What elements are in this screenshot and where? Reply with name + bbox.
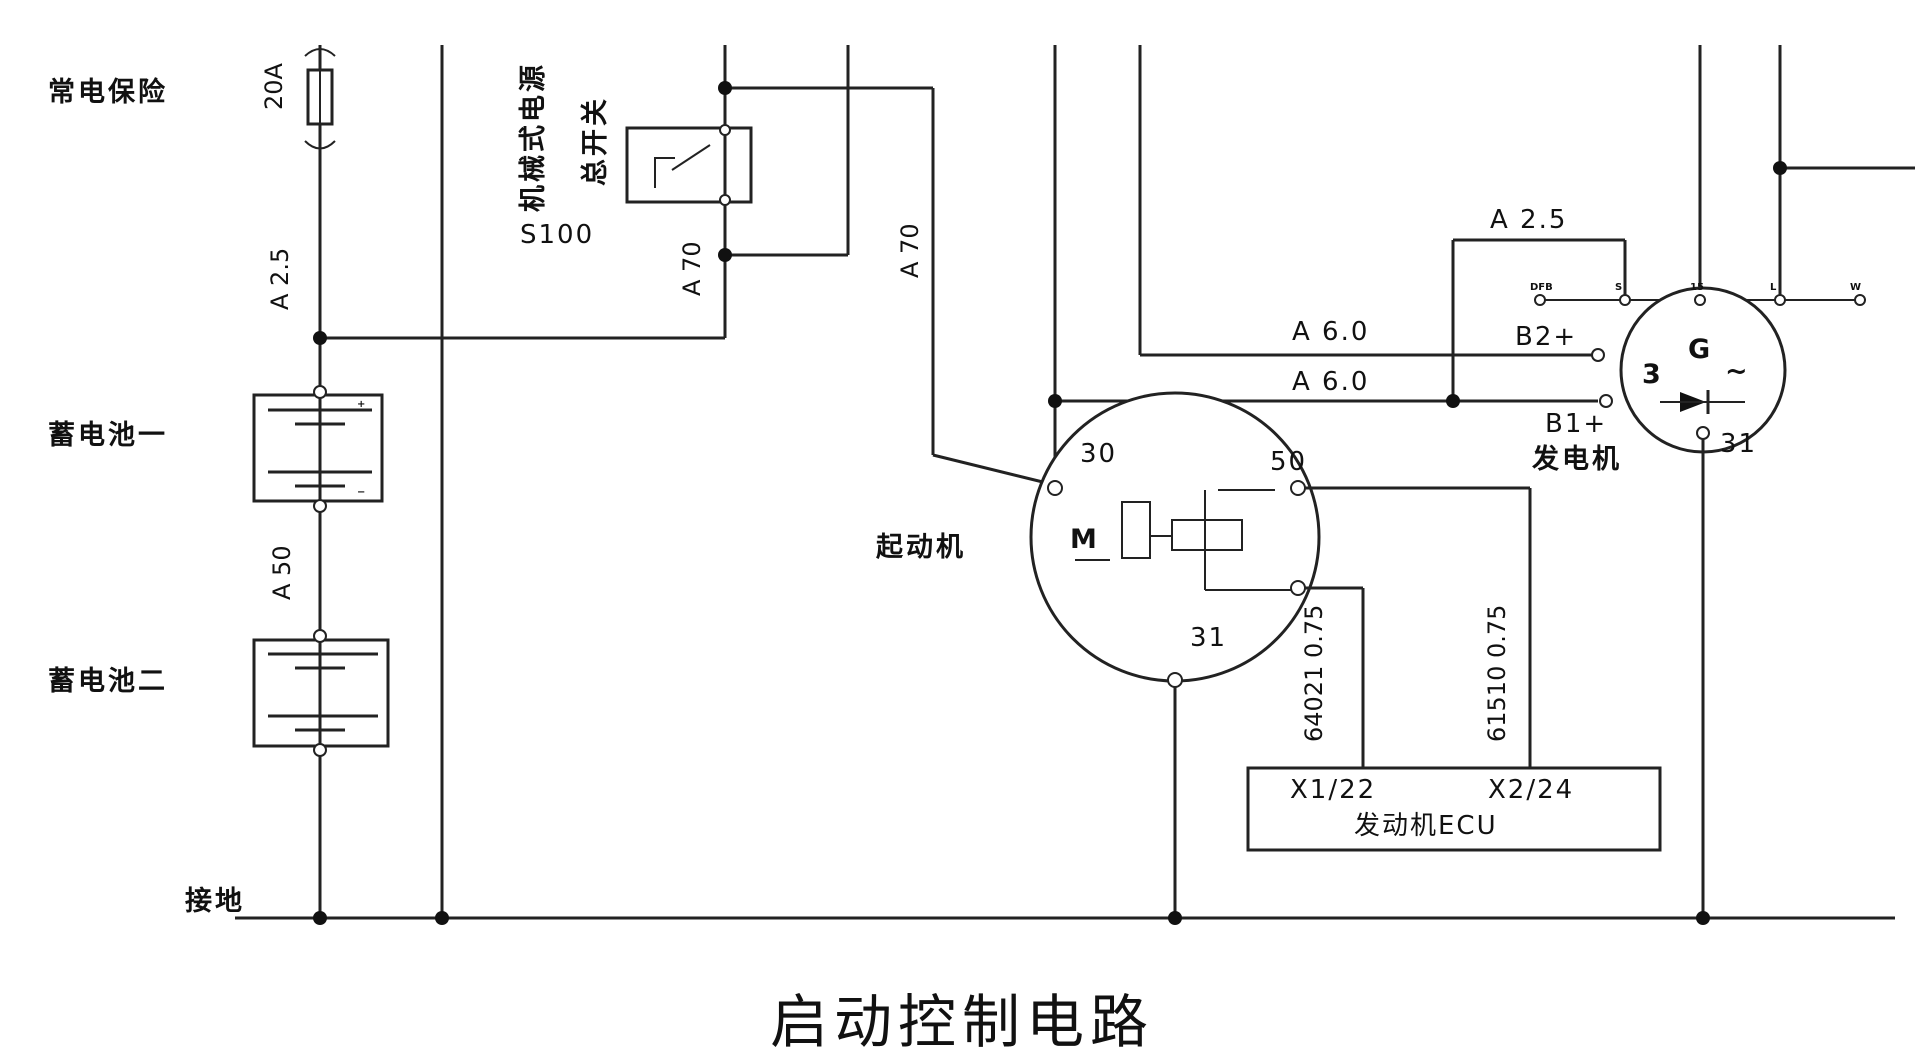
alternator-symbol [1591,286,1787,454]
alternator-g: G [1688,334,1713,365]
master-switch-symbol [625,124,753,206]
battery-1-label: 蓄电池一 [48,420,168,451]
starter-motor-symbol: M [1070,524,1100,555]
fuse-symbol [304,48,336,150]
starter-label: 起动机 [876,532,966,563]
battery-2-label: 蓄电池二 [48,666,168,697]
fuse-rating: 20A [260,62,288,110]
wire-a25-top: A 2.5 [1490,205,1567,235]
alternator-top-pins: DFB S 15 L W [1530,282,1866,306]
alternator-pin-label: L [1770,282,1777,293]
alternator-pin-label: 15 [1690,282,1704,293]
switch-code: S100 [520,220,594,250]
alternator-pin-2 [1694,294,1706,306]
battery-1-minus: − [357,487,365,498]
wire-a70-2: A 70 [896,223,924,278]
alternator-b1: B1+ [1545,409,1607,439]
alternator-pin-31: 31 [1720,429,1757,459]
alternator-label: 发电机 [1531,443,1622,475]
alternator-pin-3 [1774,294,1786,306]
alternator-pin-4 [1854,294,1866,306]
alternator-phase: 3 [1642,359,1664,390]
wire-a25-left: A 2.5 [266,248,294,310]
ecu-pin-x2-24: X2/24 [1488,775,1574,805]
ground-label: 接地 [185,886,245,917]
ecu-box [1246,766,1662,852]
starter-pin-31: 31 [1190,623,1227,653]
battery-2-symbol [252,629,390,757]
alternator-wave: ~ [1725,356,1751,387]
alternator-pin-0 [1534,294,1546,306]
starter-feed-wire [932,453,1056,487]
alternator-pin-label: DFB [1530,282,1553,293]
diagram-title: 启动控制电路 [770,988,1154,1056]
starter-pin-50: 50 [1270,447,1307,477]
starter-pin-30: 30 [1080,439,1117,469]
wire-a60-1: A 6.0 [1292,317,1369,347]
battery-1-symbol [252,385,384,513]
wire-a70-1: A 70 [678,241,706,296]
alternator-pin-label: S [1615,282,1622,293]
wire-61510: 61510 0.75 [1483,605,1511,742]
wire-a60-2: A 6.0 [1292,367,1369,397]
fuse-label: 常电保险 [48,76,168,108]
alternator-pin-label: W [1850,282,1861,293]
junction-dots [313,81,1787,925]
starter-symbol [1029,391,1321,688]
wire-a50: A 50 [268,545,296,600]
alternator-pin-1 [1619,294,1631,306]
switch-label-line1: 机械式电源 [518,62,549,212]
ecu-label: 发动机ECU [1354,811,1498,841]
wire-64021: 64021 0.75 [1300,605,1328,742]
switch-label-line2: 总开关 [580,96,611,186]
alternator-b2: B2+ [1515,322,1577,352]
battery-1-plus: + [357,399,365,410]
ecu-pin-x1-22: X1/22 [1290,775,1376,805]
